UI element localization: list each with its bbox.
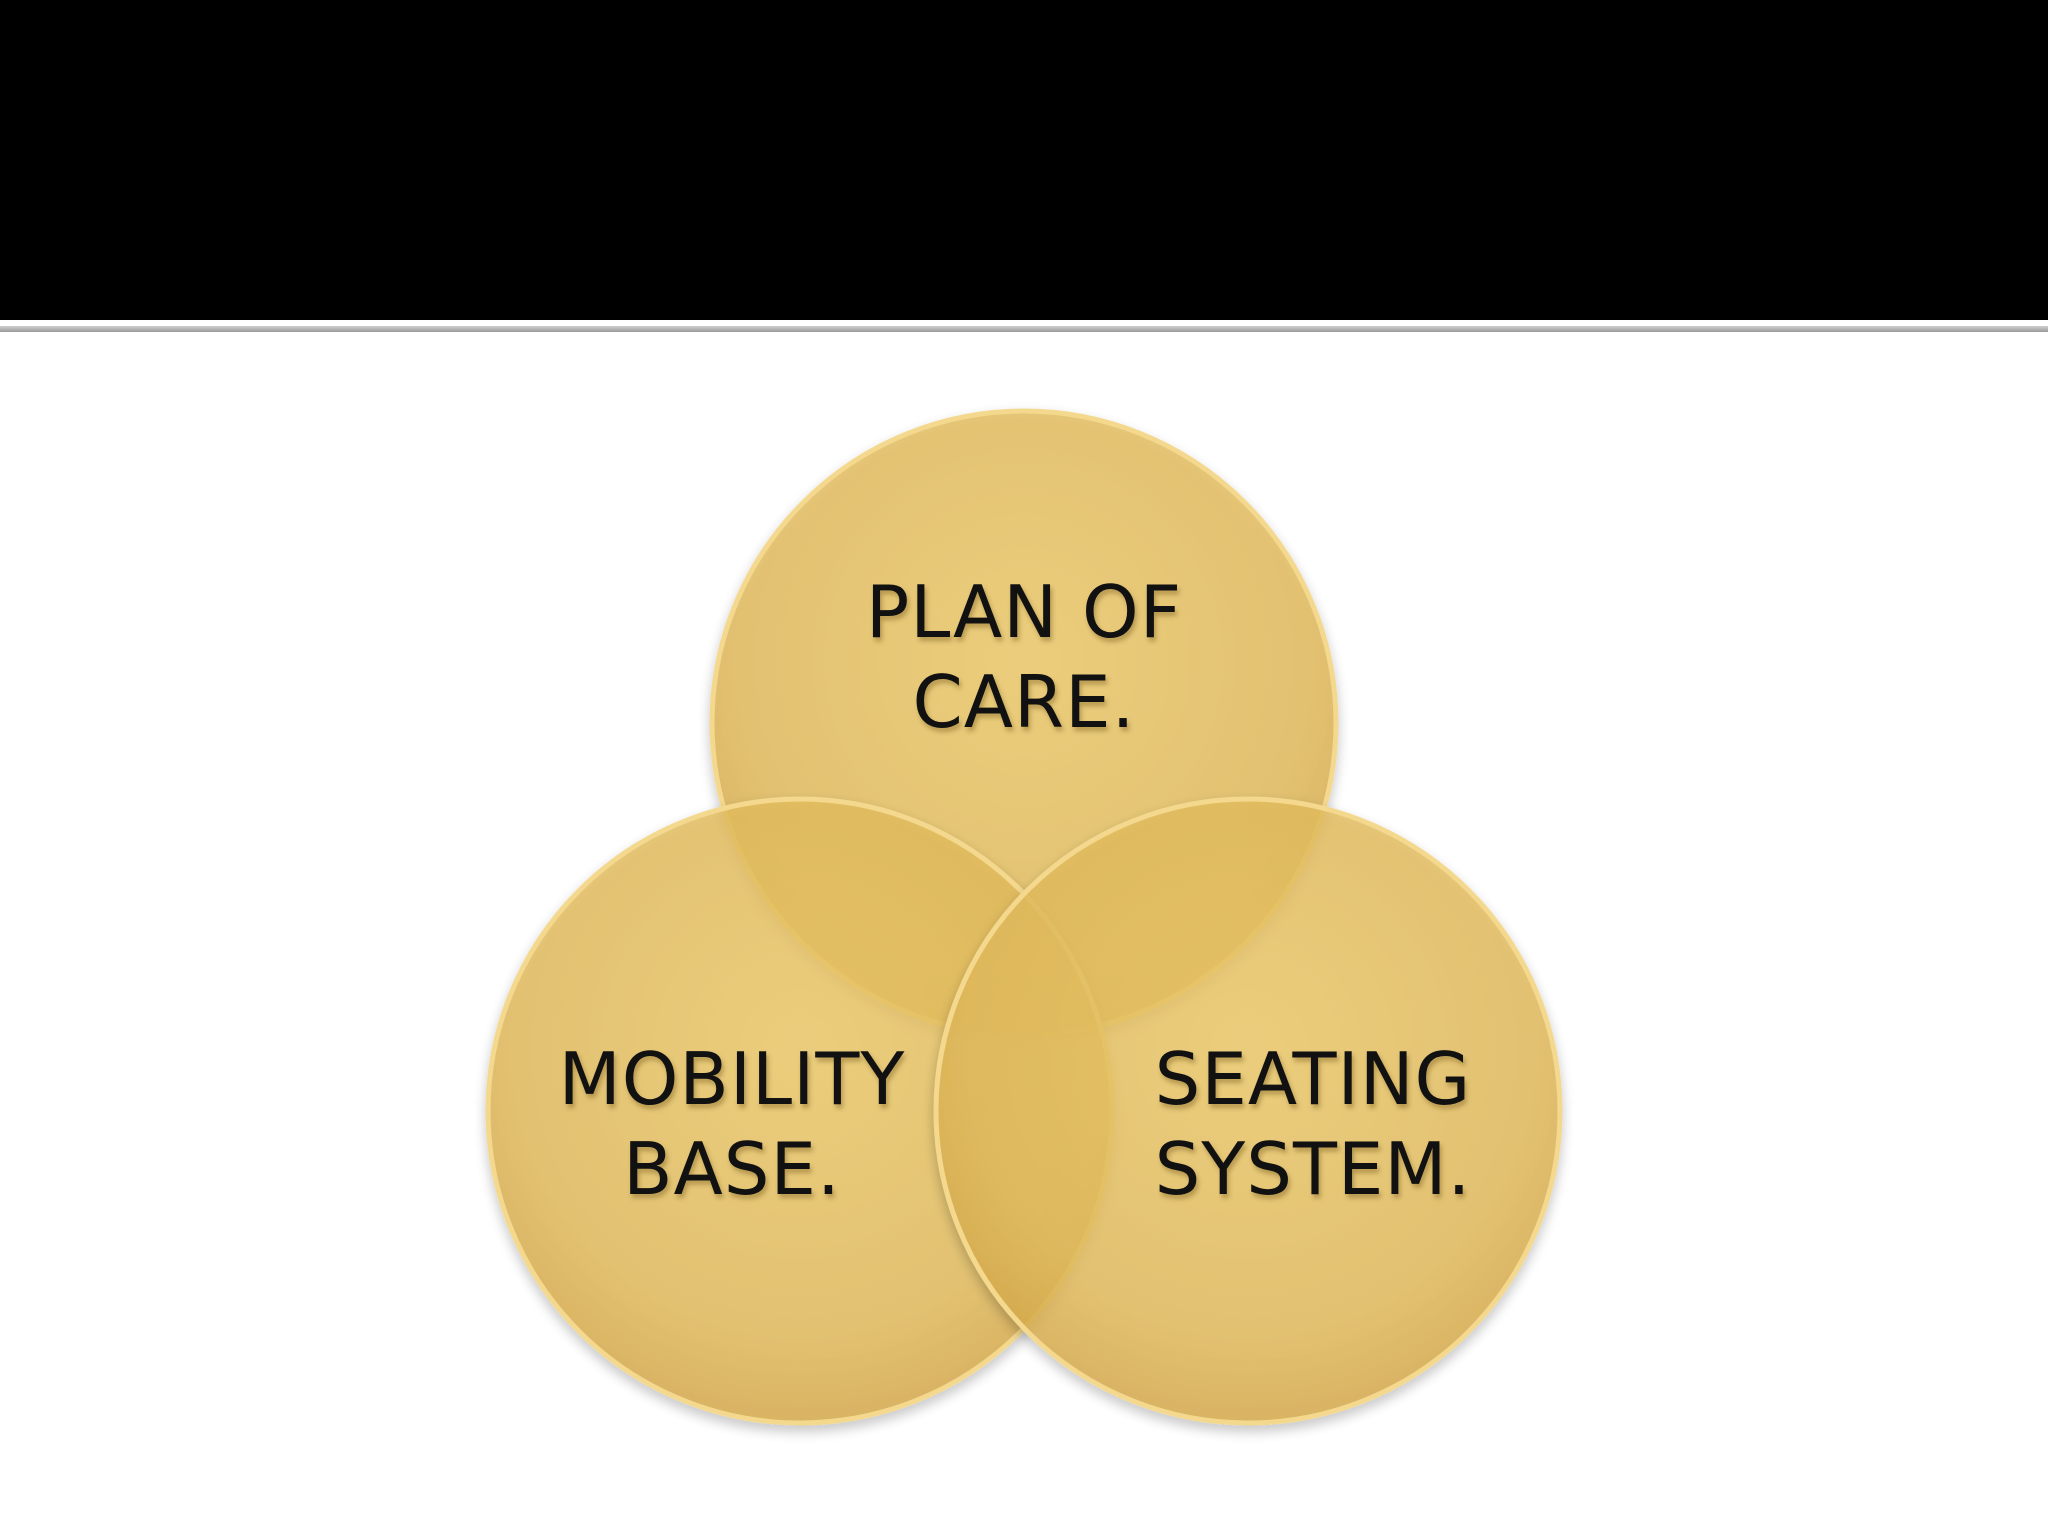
venn-label-line: BASE. <box>623 1127 841 1211</box>
venn-label-line: CARE. <box>912 660 1136 744</box>
header-divider <box>0 326 2048 332</box>
venn-label-line: PLAN OF <box>865 570 1183 654</box>
venn-label-plan-of-care: PLAN OF CARE. <box>824 567 1224 747</box>
venn-label-line: SEATING <box>1154 1037 1472 1121</box>
venn-label-mobility-base: MOBILITY BASE. <box>532 1034 932 1214</box>
venn-label-line: SYSTEM. <box>1154 1127 1472 1211</box>
title-bar <box>0 0 2048 320</box>
venn-circle-right <box>933 796 1563 1426</box>
venn-label-seating-system: SEATING SYSTEM. <box>1113 1034 1513 1214</box>
venn-label-line: MOBILITY <box>558 1037 906 1121</box>
